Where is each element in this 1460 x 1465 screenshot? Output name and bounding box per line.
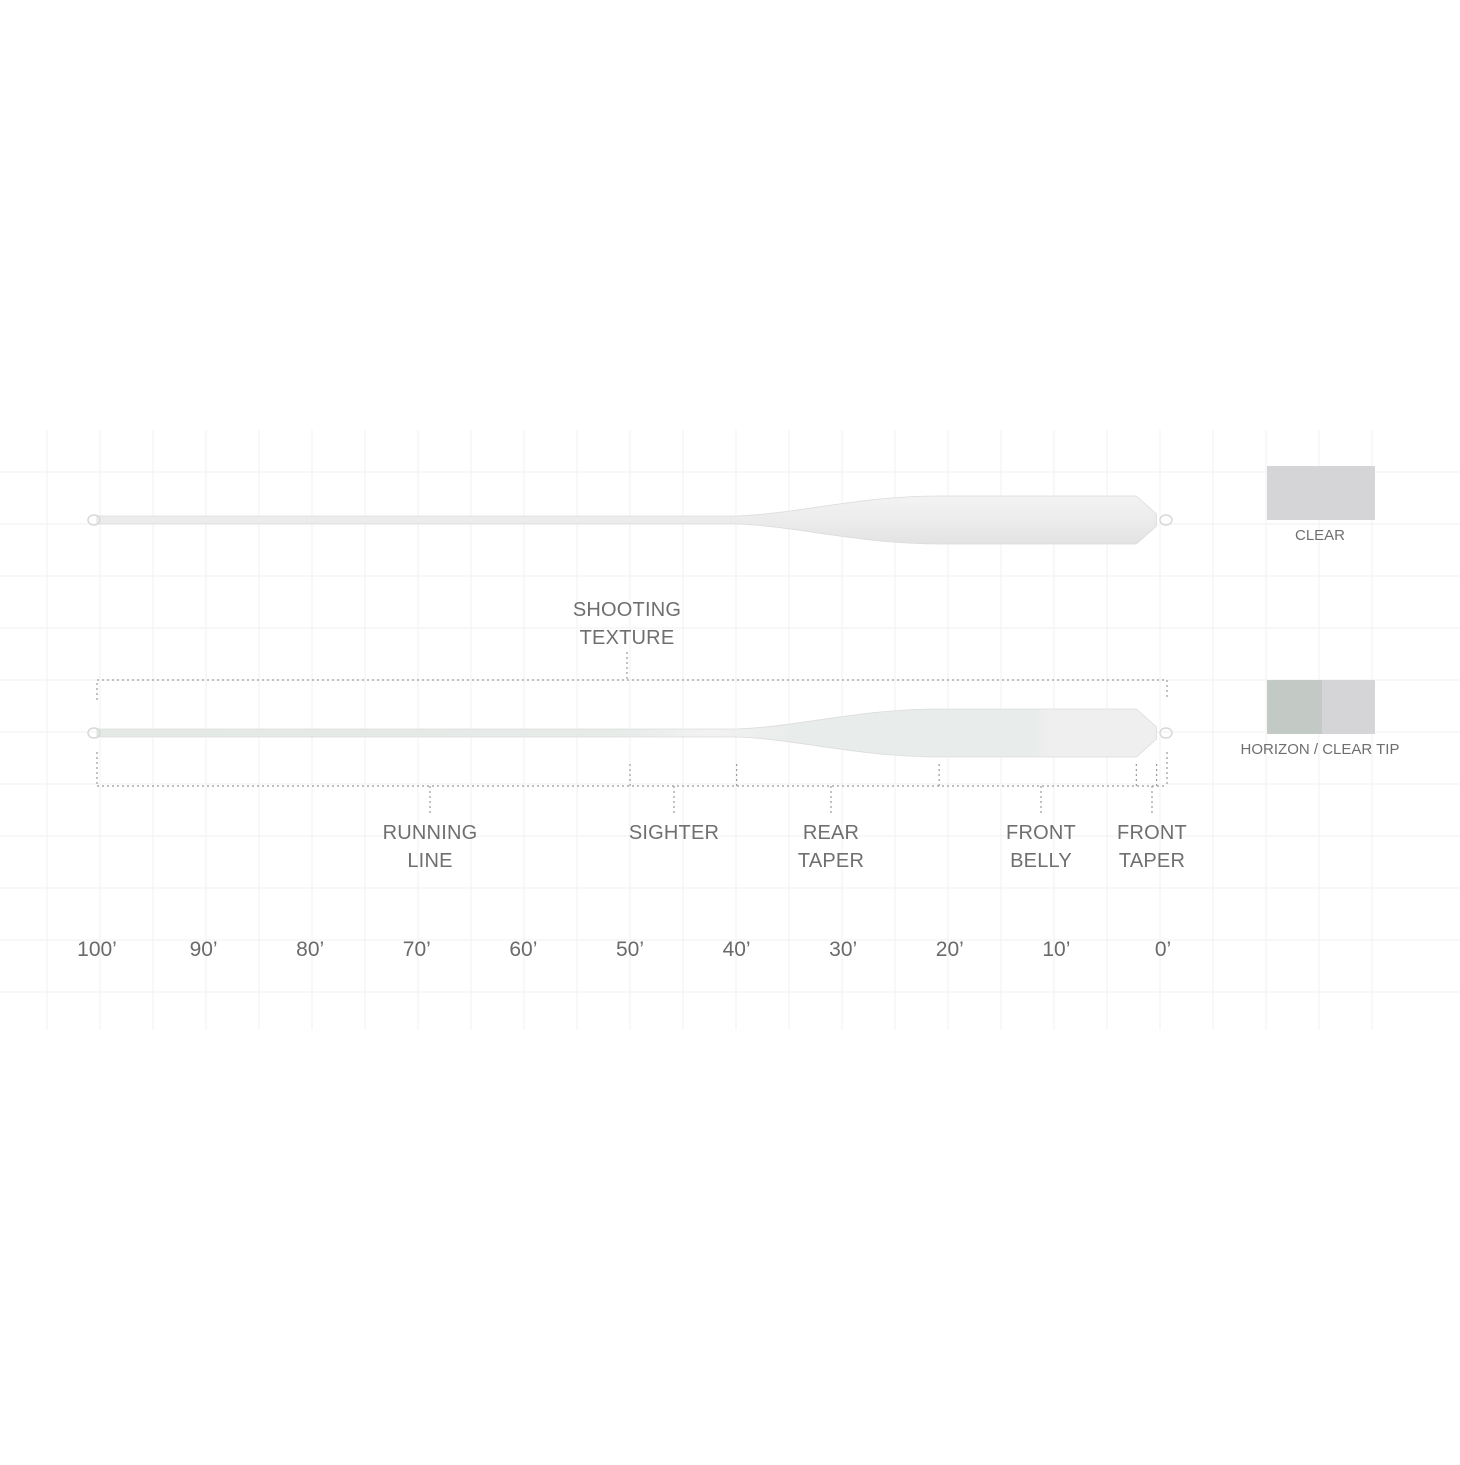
horizon-clear-tip-swatch-label: HORIZON / CLEAR TIP [1241,741,1400,758]
rear-taper-label-line1: REAR [803,822,859,844]
scale-label-70: 70’ [403,938,431,961]
scale-label-50: 50’ [616,938,644,961]
front-belly-label-line2: BELLY [1010,850,1072,872]
running-line-label-line2: LINE [407,850,452,872]
scale-label-80: 80’ [296,938,324,961]
horizon-swatch [1267,680,1322,734]
horizon-line-front-loop [1159,727,1173,739]
distance-scale: 100’ 90’ 80’ 70’ 60’ 50’ 40’ 30’ 20’ 10’ 0’ [77,938,1171,961]
front-taper-label-line1: FRONT [1117,822,1187,844]
fly-line-horizon-clear-tip [87,708,1173,758]
clear-tip-swatch [1322,680,1375,734]
sighter-label: SIGHTER [629,822,719,844]
colorway-legend: CLEAR HORIZON / CLEAR TIP [1241,466,1400,758]
shooting-texture-label-line1: SHOOTING [573,599,681,621]
scale-label-30: 30’ [829,938,857,961]
scale-label-0: 0’ [1155,938,1171,961]
horizon-line-body [96,708,1157,758]
fly-line-clear [87,495,1173,545]
scale-label-20: 20’ [936,938,964,961]
scale-label-10: 10’ [1042,938,1070,961]
clear-swatch-label: CLEAR [1295,527,1345,544]
shooting-bracket-frame [96,679,1168,700]
shooting-texture-callout: SHOOTING TEXTURE [96,599,1168,700]
shooting-texture-bracket [96,652,1168,700]
section-labels: RUNNING LINE SIGHTER REAR TAPER FRONT BE… [383,822,1187,872]
running-line-label-line1: RUNNING [383,822,478,844]
scale-label-100: 100’ [77,938,117,961]
scale-label-90: 90’ [190,938,218,961]
front-belly-label-line1: FRONT [1006,822,1076,844]
clear-line-rear-loop [87,514,101,526]
front-taper-label-line2: TAPER [1119,850,1185,872]
rear-taper-label-line2: TAPER [798,850,864,872]
horizon-line-rear-loop [87,727,101,739]
clear-swatch [1267,466,1375,520]
scale-label-60: 60’ [509,938,537,961]
section-bracket [96,752,1168,815]
scale-label-40: 40’ [723,938,751,961]
shooting-texture-label-line2: TEXTURE [580,627,675,649]
clear-line-front-loop [1159,514,1173,526]
clear-line-body [96,495,1157,545]
